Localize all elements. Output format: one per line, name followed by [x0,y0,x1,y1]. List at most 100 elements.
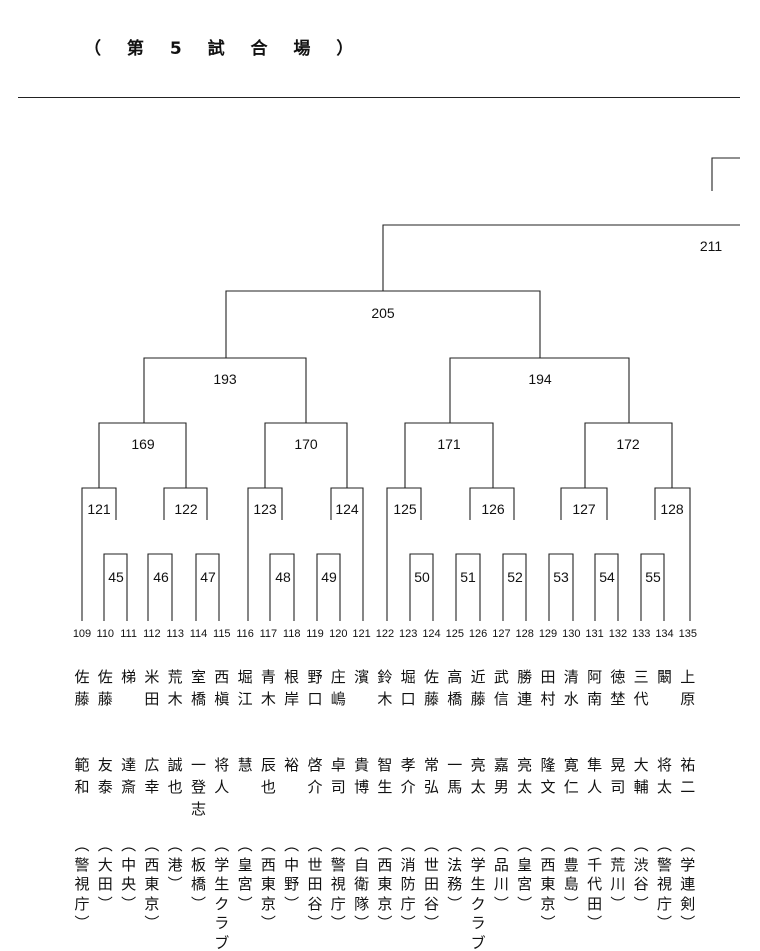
player-given-name: 一馬 [447,756,463,796]
player-given-name: 慧 [237,756,253,774]
player-affiliation: ︵大田︶ [97,836,113,913]
player-given-name: 隆文 [540,756,556,796]
player-number: 135 [679,628,697,640]
match-label-m171: 171 [437,436,461,452]
player-given-name: 一登志 [190,756,206,818]
player-surname: 堀口 [400,668,416,708]
player-number: 109 [73,628,91,640]
bracket-line-m53 [548,553,574,621]
match-label-m194: 194 [528,371,552,387]
player-surname: 佐藤 [97,668,113,708]
bracket-line-m55 [640,553,665,621]
player-number: 120 [329,628,347,640]
player-given-name: 卓司 [330,756,346,796]
player-number: 130 [562,628,580,640]
player-affiliation: ︵消防庁︶ [400,836,416,932]
header-rule [18,97,740,98]
player-surname: 室橋 [190,668,206,708]
match-label-m126: 126 [481,501,505,517]
player-given-name: 嘉男 [493,756,509,796]
player-number: 116 [236,628,254,640]
player-number: 117 [260,628,278,640]
bracket-line-m50 [409,553,434,621]
player-number: 111 [120,628,137,640]
player-number: 128 [516,628,534,640]
player-affiliation: ︵警視庁︶ [656,836,672,932]
player-number: 133 [632,628,650,640]
player-number: 127 [492,628,510,640]
player-affiliation: ︵自衛隊︶ [354,836,370,932]
player-number: 112 [143,628,161,640]
player-number: 124 [422,628,440,640]
bracket-line-continuation [711,157,740,191]
match-label-m124: 124 [335,501,359,517]
player-surname: 田村 [540,668,556,708]
match-label-m123: 123 [253,501,277,517]
player-affiliation: ︵学連剣︶ [680,836,696,932]
match-label-m122: 122 [174,501,198,517]
player-given-name: 貴博 [354,756,370,796]
player-surname: 徳埜 [610,668,626,708]
player-affiliation: ︵中野︶ [284,836,300,913]
player-surname: 梯 [121,668,137,686]
player-number: 122 [376,628,394,640]
player-surname: 武信 [493,668,509,708]
match-label-m128: 128 [660,501,684,517]
player-given-name: 隼人 [587,756,603,796]
player-affiliation: ︵西東京︶ [260,836,276,932]
match-labels: 45 46 47 48 49 50 51 52 53 54 55 121 122… [87,238,722,585]
match-label-m205: 205 [371,305,395,321]
bracket-line-m52 [502,553,527,621]
bracket-line-m48 [269,553,295,621]
player-surname: 荒木 [167,668,183,708]
player-affiliation: ︵西東京︶ [377,836,393,932]
bracket-line-m49 [316,553,341,621]
match-label-m46: 46 [153,569,169,585]
bracket-line-m54 [594,553,619,621]
player-surname: 清水 [563,668,579,708]
player-number: 125 [446,628,464,640]
player-affiliation: ︵世田谷︶ [423,836,439,932]
player-surname: 野口 [307,668,323,708]
bracket-line-m205 [225,290,541,358]
player-surname: 勝連 [517,668,533,708]
player-surname: 鈴木 [377,668,393,708]
match-label-m53: 53 [553,569,569,585]
match-label-m51: 51 [460,569,476,585]
player-surname: 阿南 [587,668,603,708]
player-affiliation: ︵荒川︶ [610,836,626,913]
player-given-name: 達斎 [121,756,137,796]
player-given-name: 亮太 [517,756,533,796]
player-surname: 堀江 [237,668,253,708]
player-affiliation: ︵豊島︶ [563,836,579,913]
match-label-m121: 121 [87,501,111,517]
player-surname: 高橋 [447,668,463,708]
player-affiliation: ︵西東京︶ [144,836,160,932]
player-number: 118 [283,628,301,640]
player-surname: 根岸 [284,668,300,708]
player-number: 129 [539,628,557,640]
bracket-line-m211 [382,224,740,291]
player-affiliation: ︵法務︶ [447,836,463,913]
player-number: 123 [399,628,417,640]
player-affiliation: ︵板橋︶ [190,836,206,913]
bracket-line-m169 [98,422,187,488]
bracket-line-m125 [386,487,422,621]
bracket-line-m193 [143,357,307,423]
player-number: 131 [585,628,603,640]
player-affiliation: ︵中央︶ [121,836,137,913]
player-surname: 上原 [680,668,696,708]
match-label-m54: 54 [599,569,615,585]
player-affiliation: ︵警視庁︶ [74,836,90,932]
bracket-line-m46 [147,553,173,621]
player-affiliation: ︵世田谷︶ [307,836,323,932]
bracket-line-m126 [469,487,515,520]
player-surname: 濱 [354,668,370,686]
player-affiliation: ︵渋谷︶ [633,836,649,913]
player-number: 113 [166,628,184,640]
player-surname: 闞 [656,668,672,686]
player-given-name: 寛仁 [563,756,579,796]
match-label-m48: 48 [275,569,291,585]
